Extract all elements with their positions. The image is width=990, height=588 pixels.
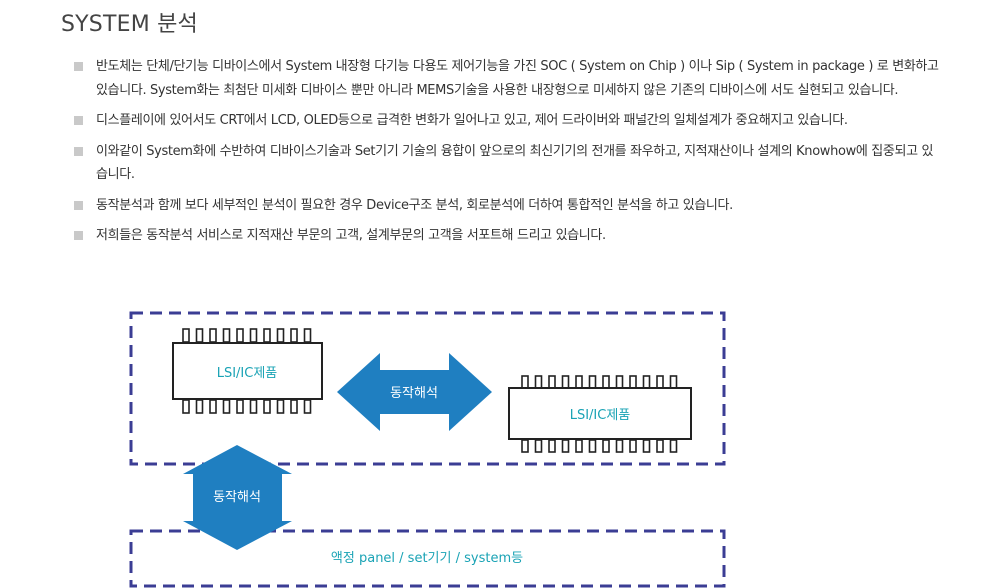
chip-pin	[303, 328, 312, 343]
chip-left: LSI/IC제품	[172, 328, 323, 414]
bullet-square-icon	[74, 231, 83, 240]
chip-pin	[521, 439, 529, 453]
list-item-text: 동작분석과 함께 보다 세부적인 분석이 필요한 경우 Device구조 분석,…	[96, 197, 733, 213]
chip-pin	[236, 328, 244, 343]
list-item: 동작분석과 함께 보다 세부적인 분석이 필요한 경우 Device구조 분석,…	[74, 194, 944, 218]
chip-pin	[575, 439, 583, 453]
chip-pin	[222, 328, 231, 343]
chip-pin	[249, 399, 258, 414]
chip-pin	[669, 439, 678, 453]
chip-pin	[588, 375, 597, 389]
bullet-square-icon	[74, 200, 83, 210]
chip-pin	[276, 399, 285, 414]
chip-pin	[642, 375, 651, 389]
chip-pin	[534, 439, 543, 453]
bottom-box-label: 액정 panel / set기기 / system등	[331, 551, 523, 566]
chip-right-pins-top	[521, 375, 678, 389]
chip-pin	[209, 328, 217, 343]
list-item: 디스플레이에 있어서도 CRT에서 LCD, OLED등으로 급격한 변화가 일…	[74, 109, 944, 133]
bullet-square-icon	[74, 146, 83, 156]
horizontal-double-arrow: 동작해석	[337, 353, 492, 431]
chip-left-pins-bottom	[182, 399, 312, 414]
chip-pin	[669, 375, 678, 389]
chip-pin	[263, 399, 271, 414]
chip-pin	[182, 399, 190, 414]
chip-left-pins-top	[182, 328, 312, 343]
list-item-text: 디스플레이에 있어서도 CRT에서 LCD, OLED등으로 급격한 변화가 일…	[96, 113, 848, 128]
chip-right-body	[508, 387, 692, 440]
chip-pin	[534, 375, 543, 389]
list-item-text: 저희들은 동작분석 서비스로 지적재산 부문의 고객, 설계부문의 고객을 서포…	[96, 228, 606, 243]
chip-pin	[615, 375, 624, 389]
arrow-horizontal-label: 동작해석	[390, 386, 438, 401]
chip-pin	[521, 375, 529, 389]
set-system-frame	[129, 529, 726, 588]
arrow-vertical-label: 동작해석	[213, 490, 261, 505]
chip-pin	[276, 328, 285, 343]
chip-pin	[629, 439, 637, 453]
chip-left-body	[172, 342, 323, 400]
chip-pin	[182, 328, 190, 343]
chip-pin	[249, 328, 258, 343]
chip-pin	[548, 375, 556, 389]
chip-pin	[195, 328, 204, 343]
chip-right: LSI/IC제품	[508, 375, 692, 453]
chip-pin	[656, 375, 664, 389]
chip-pin	[656, 439, 664, 453]
vertical-double-arrow: 동작해석	[183, 445, 292, 550]
chip-right-pins-bottom	[521, 439, 678, 453]
list-item-text: 반도체는 단체/단기능 디바이스에서 System 내장형 다기능 다용도 제어…	[96, 59, 939, 98]
chip-pin	[195, 399, 204, 414]
chip-pin	[615, 439, 624, 453]
chip-pin	[290, 328, 298, 343]
list-item: 반도체는 단체/단기능 디바이스에서 System 내장형 다기능 다용도 제어…	[74, 55, 944, 102]
page-title: SYSTEM 분석	[61, 12, 198, 37]
list-item: 이와같이 System화에 수반하여 디바이스기술과 Set기기 기술의 융합이…	[74, 140, 944, 187]
chip-pin	[629, 375, 637, 389]
description-list: 반도체는 단체/단기능 디바이스에서 System 내장형 다기능 다용도 제어…	[74, 55, 944, 255]
chip-pin	[642, 439, 651, 453]
chip-pin	[561, 375, 570, 389]
bullet-square-icon	[74, 116, 83, 125]
double-arrow-vertical-icon	[183, 445, 292, 550]
chip-pin	[263, 328, 271, 343]
chip-pin	[548, 439, 556, 453]
chip-pin	[290, 399, 298, 414]
chip-pin	[602, 375, 610, 389]
chip-pin	[303, 399, 312, 414]
chip-pin	[575, 375, 583, 389]
list-item-text: 이와같이 System화에 수반하여 디바이스기술과 Set기기 기술의 융합이…	[96, 143, 934, 183]
bullet-square-icon	[74, 62, 83, 71]
chip-pin	[588, 439, 597, 453]
chip-right-label: LSI/IC제품	[570, 408, 631, 423]
chip-left-label: LSI/IC제품	[217, 366, 278, 381]
double-arrow-horizontal-icon	[337, 353, 492, 431]
chip-pin	[602, 439, 610, 453]
chip-pin	[222, 399, 231, 414]
product-frame	[129, 311, 726, 466]
list-item: 저희들은 동작분석 서비스로 지적재산 부문의 고객, 설계부문의 고객을 서포…	[74, 224, 944, 248]
chip-pin	[209, 399, 217, 414]
chip-pin	[561, 439, 570, 453]
chip-pin	[236, 399, 244, 414]
